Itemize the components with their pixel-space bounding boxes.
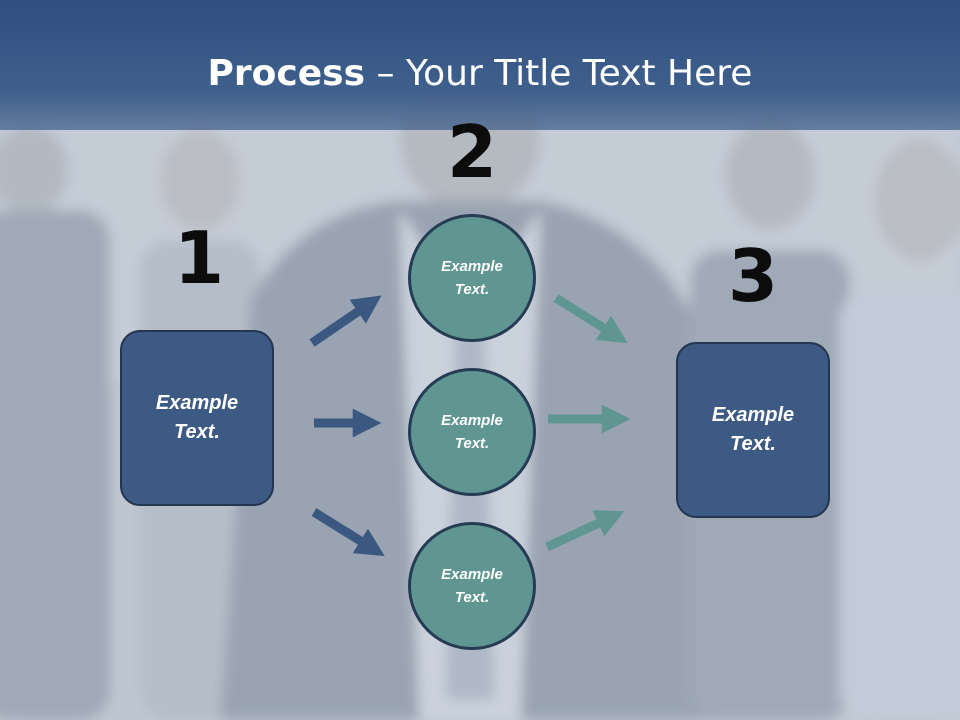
arrow-1-to-circle-bottom bbox=[311, 508, 385, 557]
step-1-box: Example Text. bbox=[120, 330, 274, 506]
step-2-circle-bottom: Example Text. bbox=[408, 522, 536, 650]
step-3-text: Example Text. bbox=[711, 404, 795, 455]
circle-middle-text: Example Text. bbox=[441, 412, 503, 452]
title-bold: Process bbox=[207, 53, 366, 94]
step-number-1: 1 bbox=[173, 216, 225, 300]
step-2-circle-top: Example Text. bbox=[408, 214, 536, 342]
circle-bottom-text: Example Text. bbox=[441, 566, 503, 606]
step-number-3: 3 bbox=[727, 234, 779, 318]
arrow-1-to-circle-top bbox=[309, 295, 382, 347]
step-1-text: Example Text. bbox=[155, 392, 239, 443]
title-bar bbox=[0, 0, 960, 130]
step-3-box: Example Text. bbox=[676, 342, 830, 518]
arrow-circle-top-to-3 bbox=[553, 294, 628, 344]
arrow-circle-bottom-to-3 bbox=[545, 510, 625, 552]
title-rest: – Your Title Text Here bbox=[365, 53, 753, 94]
slide-title: Process – Your Title Text Here bbox=[0, 52, 960, 96]
step-2-circle-middle: Example Text. bbox=[408, 368, 536, 496]
step-number-2: 2 bbox=[446, 110, 498, 194]
circle-top-text: Example Text. bbox=[441, 258, 503, 298]
